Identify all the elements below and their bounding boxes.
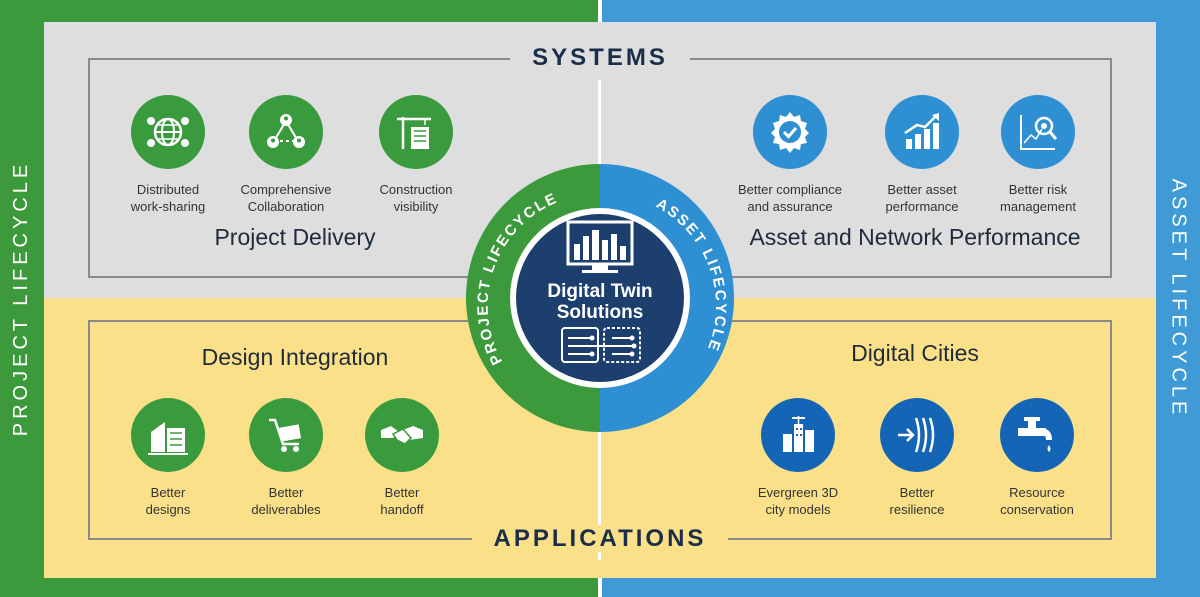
better-resilience-item: Better resilience xyxy=(852,398,982,518)
item-label-line: handoff xyxy=(380,502,424,517)
digital-cities-title: Digital Cities xyxy=(851,340,979,366)
evergreen-city-models-item: Evergreen 3D city models xyxy=(733,398,863,518)
asset-network-title: Asset and Network Performance xyxy=(749,224,1081,250)
item-label-line: and assurance xyxy=(747,199,833,214)
monitor-city-icon xyxy=(566,220,634,273)
better-deliverables-item: Better deliverables xyxy=(221,398,351,518)
construction-crane-icon xyxy=(379,95,453,169)
digital-cities-frame xyxy=(680,320,1112,540)
handshake-icon xyxy=(365,398,439,472)
item-label-line: management xyxy=(1000,199,1076,214)
risk-analysis-icon xyxy=(1001,95,1075,169)
water-tap-icon xyxy=(1000,398,1074,472)
item-label-line: Better xyxy=(899,485,935,500)
resilience-icon xyxy=(880,398,954,472)
item-label-line: work-sharing xyxy=(130,199,206,214)
city-model-icon xyxy=(761,398,835,472)
item-label-line: Better xyxy=(150,485,186,500)
systems-heading: SYSTEMS xyxy=(0,44,1200,72)
item-label-line: Evergreen 3D xyxy=(757,485,839,500)
item-label-line: Distributed xyxy=(136,182,200,197)
item-label-line: Better xyxy=(384,485,420,500)
item-label-line: performance xyxy=(885,199,959,214)
item-label-line: Better risk xyxy=(1008,182,1068,197)
item-label-line: Construction xyxy=(379,182,453,197)
globe-network-icon xyxy=(131,95,205,169)
core-circle xyxy=(516,214,684,382)
item-label-line: Resource xyxy=(1009,485,1065,500)
core-title-line1: Digital Twin xyxy=(547,281,652,302)
core-title-line2: Solutions xyxy=(557,302,644,323)
collaboration-icon xyxy=(249,95,323,169)
circuit-icon xyxy=(561,327,641,363)
better-risk-management-item: Better risk management xyxy=(973,95,1103,215)
design-integration-frame xyxy=(88,320,520,540)
item-label-line: resilience xyxy=(889,502,945,517)
better-asset-performance-item: Better asset performance xyxy=(857,95,987,215)
deliverables-cart-icon xyxy=(249,398,323,472)
item-label-line: Comprehensive xyxy=(240,182,332,197)
item-label-line: city models xyxy=(765,502,831,517)
design-integration-title: Design Integration xyxy=(201,344,389,370)
item-label-line: visibility xyxy=(393,199,439,214)
asset-network-frame xyxy=(680,58,1112,278)
project-delivery-frame xyxy=(88,58,520,278)
construction-visibility-item: Construction visibility xyxy=(351,95,481,215)
performance-chart-icon xyxy=(885,95,959,169)
better-compliance-item: Better compliance and assurance xyxy=(725,95,855,215)
item-label-line: conservation xyxy=(1000,502,1074,517)
better-handoff-item: Better handoff xyxy=(337,398,467,518)
applications-heading: APPLICATIONS xyxy=(0,525,1200,553)
item-label-line: Better asset xyxy=(887,182,957,197)
distributed-work-sharing-item: Distributed work-sharing xyxy=(103,95,233,215)
resource-conservation-item: Resource conservation xyxy=(972,398,1102,518)
item-label-line: Better compliance xyxy=(737,182,843,197)
item-label-line: designs xyxy=(145,502,191,517)
better-designs-item: Better designs xyxy=(103,398,233,518)
item-label-line: Collaboration xyxy=(247,199,325,214)
project-delivery-title: Project Delivery xyxy=(214,224,376,250)
item-label-line: deliverables xyxy=(251,502,321,517)
item-label-line: Better xyxy=(268,485,304,500)
compliance-badge-icon xyxy=(753,95,827,169)
building-design-icon xyxy=(131,398,205,472)
